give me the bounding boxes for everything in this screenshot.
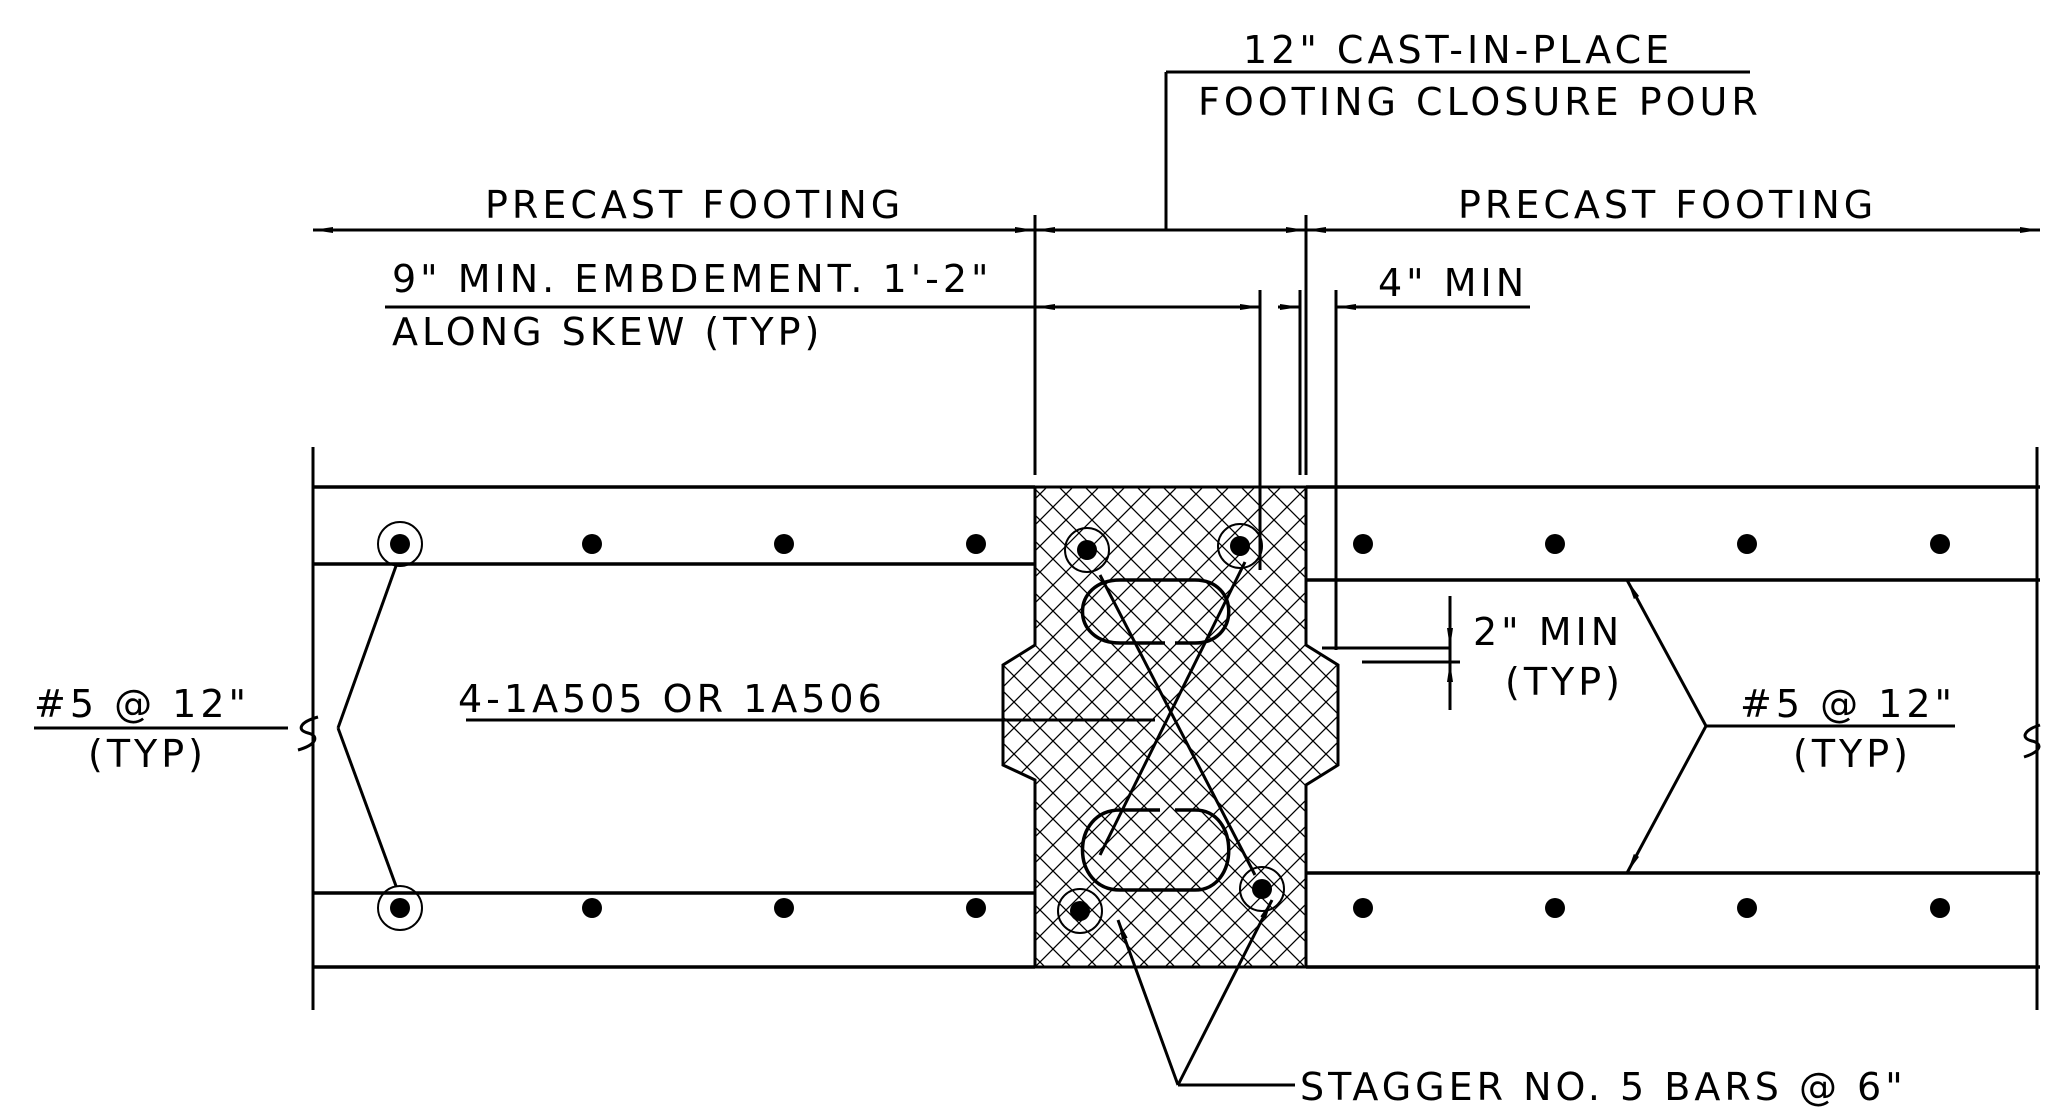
bars-left-label-line1: #5 @ 12" — [34, 682, 250, 726]
rebar-dot — [1545, 898, 1565, 918]
bars-right-label-line1: #5 @ 12" — [1740, 682, 1956, 726]
four-inch-min-label: 4" MIN — [1378, 261, 1528, 305]
right-bars-leader — [1625, 579, 1955, 874]
rebar-dot — [1737, 898, 1757, 918]
left-precast-footing — [297, 447, 1035, 1010]
precast-footing-left-label: PRECAST FOOTING — [485, 183, 904, 227]
rebar-dot — [390, 534, 410, 554]
precast-dimension-line — [313, 215, 2040, 475]
closure-pour-label-line2: FOOTING CLOSURE POUR — [1198, 80, 1762, 124]
rebar-dot — [1252, 879, 1272, 899]
rebar-dot — [1545, 534, 1565, 554]
rebar-dot — [1230, 536, 1250, 556]
bars-right-label-line2: (TYP) — [1793, 732, 1912, 776]
embedment-dimension — [385, 290, 1530, 650]
rebar-dot — [1353, 534, 1373, 554]
closure-pour-hatch — [1001, 485, 1340, 969]
rebar-dot — [774, 534, 794, 554]
left-bars-leader — [34, 565, 398, 887]
embedment-label-line1: 9" MIN. EMBDEMENT. 1'-2" — [392, 257, 993, 301]
rebar-dots — [390, 534, 1950, 921]
stagger-leader — [1116, 899, 1295, 1087]
precast-footing-right-label: PRECAST FOOTING — [1458, 183, 1877, 227]
rebar-dot — [390, 898, 410, 918]
closure-pour-label-line1: 12" CAST-IN-PLACE — [1243, 28, 1673, 72]
rebar-dot — [774, 898, 794, 918]
stagger-label: STAGGER NO. 5 BARS @ 6" — [1300, 1065, 1907, 1109]
rebar-dot — [1930, 534, 1950, 554]
rebar-dot — [966, 534, 986, 554]
rebar-dot — [1353, 898, 1373, 918]
rebar-dot — [582, 534, 602, 554]
bars-left-label-line2: (TYP) — [88, 732, 207, 776]
two-inch-min-label-line1: 2" MIN — [1473, 610, 1623, 654]
embedment-label-line2: ALONG SKEW (TYP) — [392, 310, 823, 354]
right-precast-footing — [1306, 447, 2041, 1010]
rebar-dot — [1070, 901, 1090, 921]
two-inch-min-dimension — [1322, 596, 1460, 710]
hairpin-label: 4-1A505 OR 1A506 — [458, 677, 886, 721]
rebar-dot — [1737, 534, 1757, 554]
rebar-dot — [1077, 540, 1097, 560]
rebar-rings — [377, 521, 1285, 934]
rebar-dot — [582, 898, 602, 918]
hairpin-bars — [1080, 561, 1257, 892]
rebar-dot — [1930, 898, 1950, 918]
two-inch-min-label-line2: (TYP) — [1505, 660, 1624, 704]
rebar-dot — [966, 898, 986, 918]
